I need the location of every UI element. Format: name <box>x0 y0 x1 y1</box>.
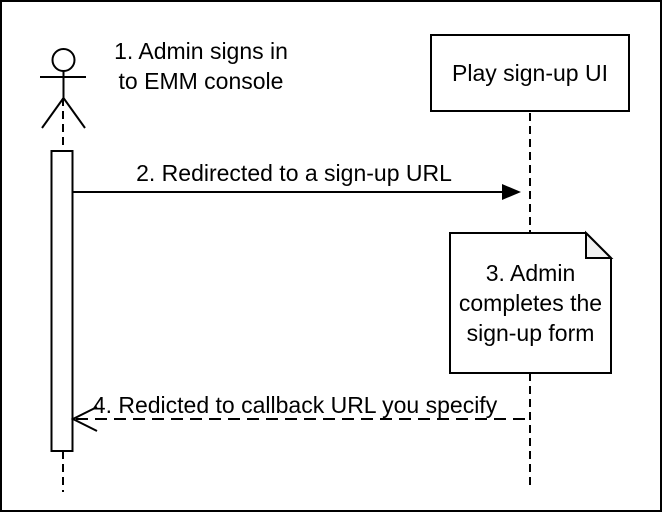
participant-label: Play sign-up UI <box>452 59 608 86</box>
activation-bar <box>50 150 74 452</box>
step-1-annotation: 1. Admin signs in to EMM console <box>114 38 288 94</box>
step-3-note-text: 3. Admin completes the sign-up form <box>458 260 603 346</box>
actor-icon <box>40 48 86 129</box>
step-2-message-label: 2. Redirected to a sign-up URL <box>136 160 452 186</box>
actor-left-leg <box>41 97 65 129</box>
message-2-arrowhead-icon <box>502 184 521 200</box>
step-4-message-label: 4. Redicted to callback URL you specify <box>92 392 498 418</box>
note-shape <box>449 230 614 374</box>
message-2-arrow <box>73 184 521 200</box>
actor-head <box>51 48 76 72</box>
note-fold-corner <box>585 230 614 259</box>
actor-right-leg <box>62 97 86 129</box>
message-4-arrow <box>70 406 530 432</box>
message-4-open-arrowhead-icon <box>70 406 98 432</box>
participant-box-play-signup-ui: Play sign-up UI <box>430 34 630 112</box>
note-body <box>449 232 612 374</box>
